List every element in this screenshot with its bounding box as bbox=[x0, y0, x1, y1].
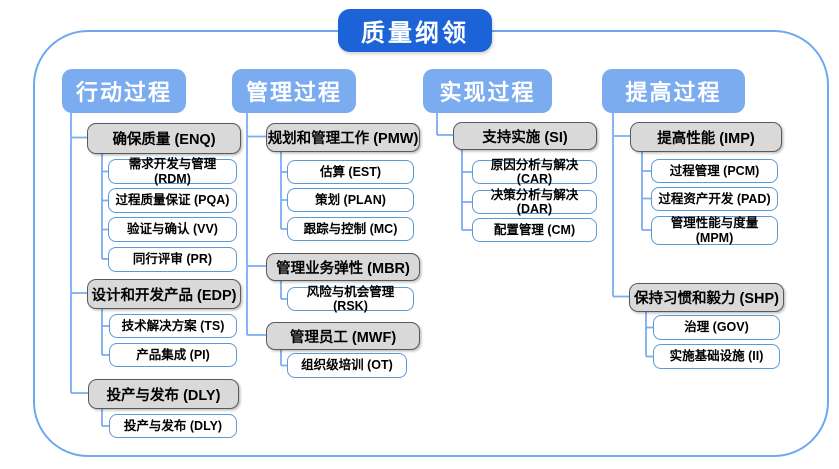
node-mbr: 管理业务弹性 (MBR) bbox=[266, 253, 420, 281]
node-pcm: 过程管理 (PCM) bbox=[651, 159, 778, 183]
node-est: 估算 (EST) bbox=[287, 160, 414, 184]
node-ts: 技术解决方案 (TS) bbox=[109, 314, 237, 338]
node-vv: 验证与确认 (VV) bbox=[108, 217, 237, 242]
node-gov: 治理 (GOV) bbox=[653, 315, 780, 340]
column-header-management-process: 管理过程 bbox=[232, 69, 356, 113]
node-si: 支持实施 (SI) bbox=[453, 122, 597, 150]
node-enq: 确保质量 (ENQ) bbox=[87, 123, 241, 154]
node-cm: 配置管理 (CM) bbox=[472, 218, 597, 242]
node-plan: 策划 (PLAN) bbox=[287, 188, 414, 212]
node-edp: 设计和开发产品 (EDP) bbox=[87, 279, 241, 309]
node-pmw: 规划和管理工作 (PMW) bbox=[266, 123, 420, 152]
node-ii: 实施基础设施 (II) bbox=[653, 344, 780, 369]
node-mwf: 管理员工 (MWF) bbox=[266, 322, 420, 350]
node-pr: 同行评审 (PR) bbox=[108, 247, 237, 272]
node-imp: 提高性能 (IMP) bbox=[630, 122, 782, 152]
node-ot: 组织级培训 (OT) bbox=[287, 353, 407, 378]
column-header-improvement-process: 提高过程 bbox=[602, 69, 745, 113]
node-mpm: 管理性能与度量 (MPM) bbox=[651, 216, 778, 245]
node-dar: 决策分析与解决 (DAR) bbox=[472, 188, 597, 216]
node-dly-child: 投产与发布 (DLY) bbox=[109, 414, 237, 438]
node-rdm: 需求开发与管理 (RDM) bbox=[108, 157, 237, 186]
column-header-action-process: 行动过程 bbox=[62, 69, 186, 113]
node-pqa: 过程质量保证 (PQA) bbox=[108, 188, 237, 213]
diagram-title: 质量纲领 bbox=[338, 9, 492, 52]
node-rsk: 风险与机会管理 (RSK) bbox=[287, 285, 414, 313]
node-shp: 保持习惯和毅力 (SHP) bbox=[629, 283, 784, 312]
node-dly: 投产与发布 (DLY) bbox=[88, 379, 239, 409]
node-pad: 过程资产开发 (PAD) bbox=[651, 187, 778, 211]
node-pi: 产品集成 (PI) bbox=[109, 343, 237, 367]
node-car: 原因分析与解决 (CAR) bbox=[472, 158, 597, 186]
node-mc: 跟踪与控制 (MC) bbox=[287, 217, 414, 241]
column-header-implementation-process: 实现过程 bbox=[423, 69, 552, 113]
